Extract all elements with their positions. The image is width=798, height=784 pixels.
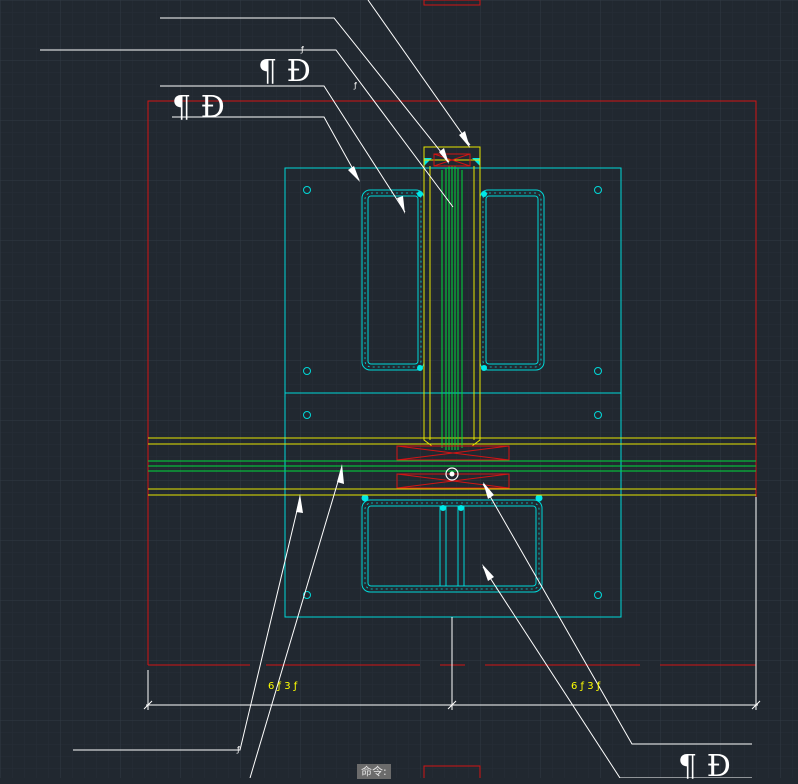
- callout-tick-mark: ƒ: [354, 81, 357, 90]
- dimension-line: [143, 497, 761, 710]
- leader-lines: [40, 0, 752, 778]
- callout-label: ¶ Ð: [678, 749, 731, 784]
- outer-outline: [147, 0, 757, 778]
- dimension-text-left: 6 ƒ 3 ƒ: [268, 681, 298, 692]
- leader-arrows: [296, 131, 494, 581]
- rib-plate: [148, 166, 756, 472]
- stiffener-blocks: [396, 153, 510, 489]
- command-line-prompt[interactable]: 命令:: [357, 764, 391, 779]
- callout-label: ¶ Ð: [258, 54, 311, 89]
- dimension-text-right: 6 ƒ 3 ƒ: [571, 681, 601, 692]
- anchor-point[interactable]: [445, 467, 459, 481]
- leader-tick-mark: ƒ: [237, 745, 240, 754]
- callout-label: ¶ Ð: [172, 90, 225, 125]
- callout-tick-mark: ƒ: [301, 45, 304, 54]
- base-plates: [284, 167, 622, 618]
